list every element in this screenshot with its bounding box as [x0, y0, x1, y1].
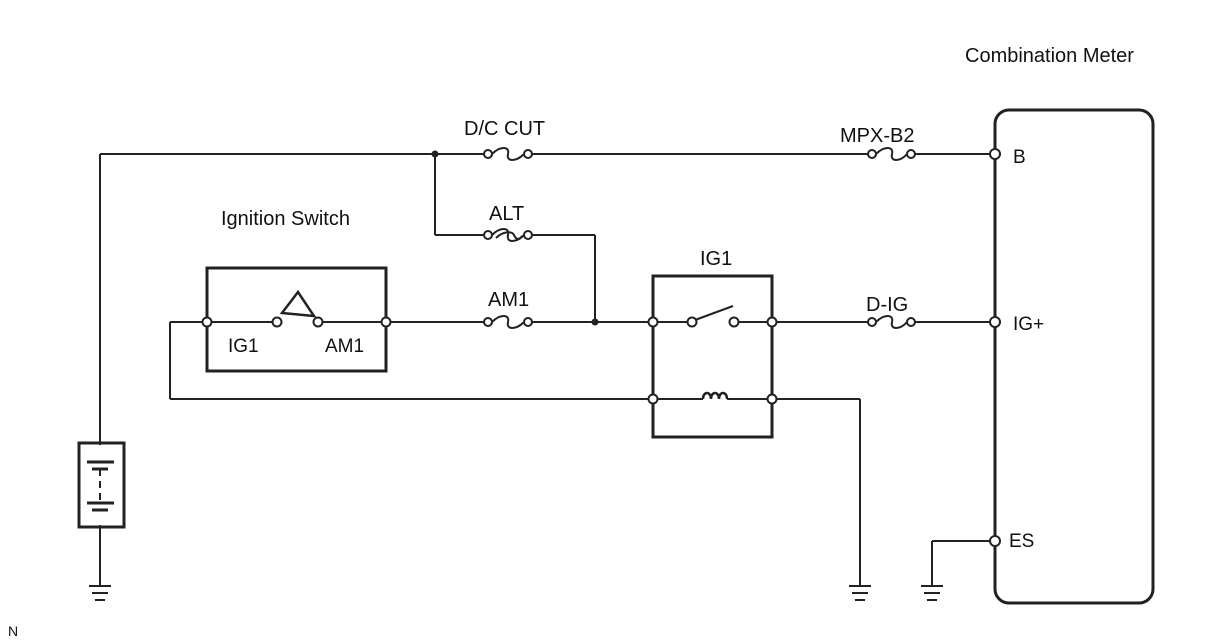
ignition-switch-contact	[201, 289, 392, 328]
ig1-relay-coil	[647, 391, 778, 405]
footnote-label: N	[8, 623, 18, 639]
ground-symbol	[89, 585, 111, 601]
meter-terminal-es	[989, 535, 1001, 547]
dc-cut-fuse-label: D/C CUT	[464, 118, 545, 140]
alt-fuse-label: ALT	[489, 203, 524, 225]
ig1-relay-title: IG1	[700, 248, 732, 270]
alt-branch-wire	[434, 154, 596, 322]
ig1-relay-box	[651, 274, 774, 439]
ignition-switch-title: Ignition Switch	[221, 208, 350, 230]
mpx-b2-fuse	[867, 147, 916, 161]
combination-meter-box	[993, 108, 1155, 605]
meter-pin-es: ES	[1009, 531, 1034, 552]
es-ground-wire	[931, 540, 990, 585]
meter-terminal-ig-plus	[989, 316, 1001, 328]
mpx-b2-fuse-label: MPX-B2	[840, 125, 914, 147]
am1-fuse	[483, 315, 533, 329]
d-ig-fuse-label: D-IG	[866, 294, 908, 316]
ground-symbol	[849, 585, 871, 601]
relay-ground-wire	[777, 398, 861, 585]
battery-symbol	[87, 460, 114, 512]
am1-fuse-label: AM1	[488, 289, 529, 311]
battery-box	[77, 441, 126, 529]
ignition-switch-pin-ig1: IG1	[228, 336, 259, 357]
combination-meter-title: Combination Meter	[965, 45, 1134, 67]
ig1-relay-switch	[647, 305, 778, 328]
meter-pin-ig-plus: IG+	[1013, 314, 1044, 335]
d-ig-fuse	[867, 315, 916, 329]
ground-symbol	[921, 585, 943, 601]
ig1-coil-wire	[169, 321, 649, 400]
battery-line-wire	[99, 153, 995, 585]
meter-pin-b: B	[1013, 147, 1026, 168]
meter-terminal-b	[989, 148, 1001, 160]
alt-fuse	[483, 228, 533, 242]
dc-cut-fuse	[483, 147, 533, 161]
ignition-switch-pin-am1: AM1	[325, 336, 364, 357]
